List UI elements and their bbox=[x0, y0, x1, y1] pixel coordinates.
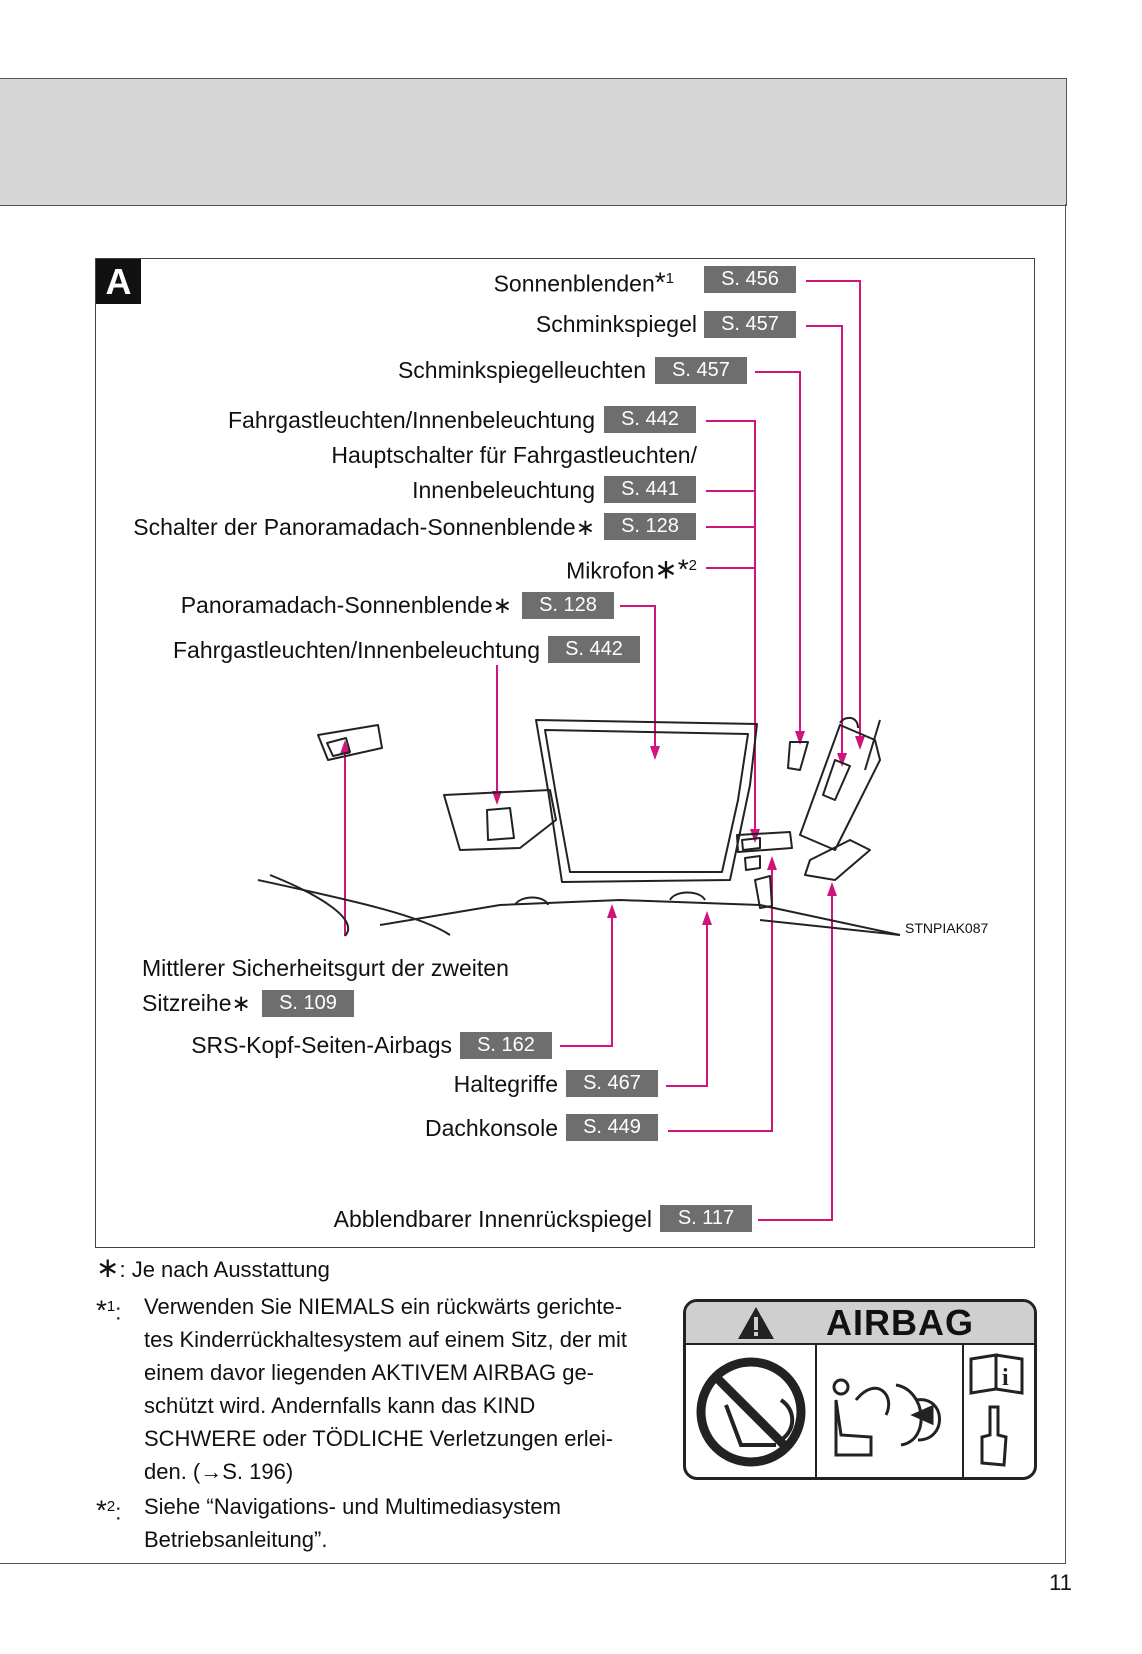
pointing-finger-icon bbox=[980, 1405, 1008, 1467]
label-hauptschalter-line1: Hauptschalter für Fahrgastleuchten/ bbox=[331, 442, 697, 468]
roof-drawing bbox=[257, 716, 901, 937]
footnote-1-text: Verwenden Sie NIEMALS ein rückwärts geri… bbox=[144, 1294, 627, 1484]
label-sonnenblenden: Sonnenblenden*1 bbox=[493, 266, 674, 298]
label-innenrueckspiegel: Abblendbarer Innenrückspiegel bbox=[333, 1206, 652, 1232]
label-sicherheitsgurt-line2: Sitzreihe∗ bbox=[142, 990, 251, 1016]
image-code: STNPIAK087 bbox=[905, 920, 989, 936]
ref-badge-schminkspiegel[interactable]: S. 457 bbox=[704, 311, 796, 338]
label-hauptschalter-line2: Innenbeleuchtung bbox=[412, 477, 595, 503]
footnote-2-mark: *2: bbox=[96, 1494, 122, 1526]
warning-label-pictograms: i bbox=[696, 1345, 1024, 1477]
ref-badge-innenrueckspiegel[interactable]: S. 117 bbox=[660, 1205, 752, 1232]
leader-lines bbox=[344, 280, 861, 1221]
ref-badge-hauptschalter[interactable]: S. 441 bbox=[604, 476, 696, 503]
manual-book-icon: i bbox=[969, 1353, 1024, 1395]
label-schminkspiegel: Schminkspiegel bbox=[535, 311, 697, 337]
ref-badge-panoramadach-sonnenblende[interactable]: S. 128 bbox=[522, 592, 614, 619]
ref-badge-fahrgastleuchten-2[interactable]: S. 442 bbox=[548, 636, 640, 663]
ref-badge-schalter-panoramadach[interactable]: S. 128 bbox=[604, 513, 696, 540]
label-sicherheitsgurt-line1: Mittlerer Sicherheitsgurt der zweiten bbox=[142, 955, 509, 981]
ref-badge-sonnenblenden[interactable]: S. 456 bbox=[704, 266, 796, 293]
svg-text:i: i bbox=[1002, 1365, 1009, 1391]
warning-label-header: AIRBAG bbox=[686, 1302, 1034, 1345]
warning-triangle-icon bbox=[738, 1307, 774, 1339]
illustration-panel bbox=[95, 258, 1035, 1248]
label-schalter-panoramadach: Schalter der Panoramadach-Sonnenblende∗ bbox=[133, 514, 595, 540]
no-rear-facing-seat-icon bbox=[696, 1357, 806, 1467]
warning-label-title: AIRBAG bbox=[826, 1302, 974, 1343]
ref-badge-schminkspiegelleuchten[interactable]: S. 457 bbox=[655, 357, 747, 384]
label-haltegriffe: Haltegriffe bbox=[453, 1071, 558, 1097]
ref-badge-haltegriffe[interactable]: S. 467 bbox=[566, 1070, 658, 1097]
bottom-rule bbox=[0, 1563, 1066, 1564]
airbag-deploy-icon bbox=[832, 1378, 941, 1457]
label-fahrgastleuchten-2: Fahrgastleuchten/Innenbeleuchtung bbox=[172, 637, 540, 663]
leader-arrowheads bbox=[340, 731, 865, 925]
airbag-warning-label: AIRBAG i bbox=[683, 1299, 1037, 1480]
label-mikrofon: Mikrofon∗*2 bbox=[566, 553, 697, 585]
header-band bbox=[0, 78, 1067, 206]
page-number: 11 bbox=[1049, 1570, 1072, 1595]
panel-letter: A bbox=[96, 259, 141, 304]
right-margin-rule bbox=[1065, 204, 1066, 1564]
footnote-1-mark: *1: bbox=[96, 1294, 122, 1326]
label-srs-airbags: SRS-Kopf-Seiten-Airbags bbox=[191, 1032, 452, 1058]
label-fahrgastleuchten-1: Fahrgastleuchten/Innenbeleuchtung bbox=[227, 407, 595, 433]
ref-badge-srs-airbags[interactable]: S. 162 bbox=[460, 1032, 552, 1059]
label-panoramadach-sonnenblende: Panoramadach-Sonnenblende∗ bbox=[180, 592, 512, 618]
footnote-star: ∗: Je nach Ausstattung bbox=[96, 1252, 330, 1283]
footnote-2-text: Siehe “Navigations- und Multimediasystem… bbox=[144, 1494, 561, 1552]
ref-badge-dachkonsole[interactable]: S. 449 bbox=[566, 1114, 658, 1141]
label-dachkonsole: Dachkonsole bbox=[425, 1115, 558, 1141]
ref-badge-fahrgastleuchten-1[interactable]: S. 442 bbox=[604, 406, 696, 433]
ref-badge-sicherheitsgurt[interactable]: S. 109 bbox=[262, 990, 354, 1017]
label-schminkspiegelleuchten: Schminkspiegelleuchten bbox=[397, 357, 646, 383]
